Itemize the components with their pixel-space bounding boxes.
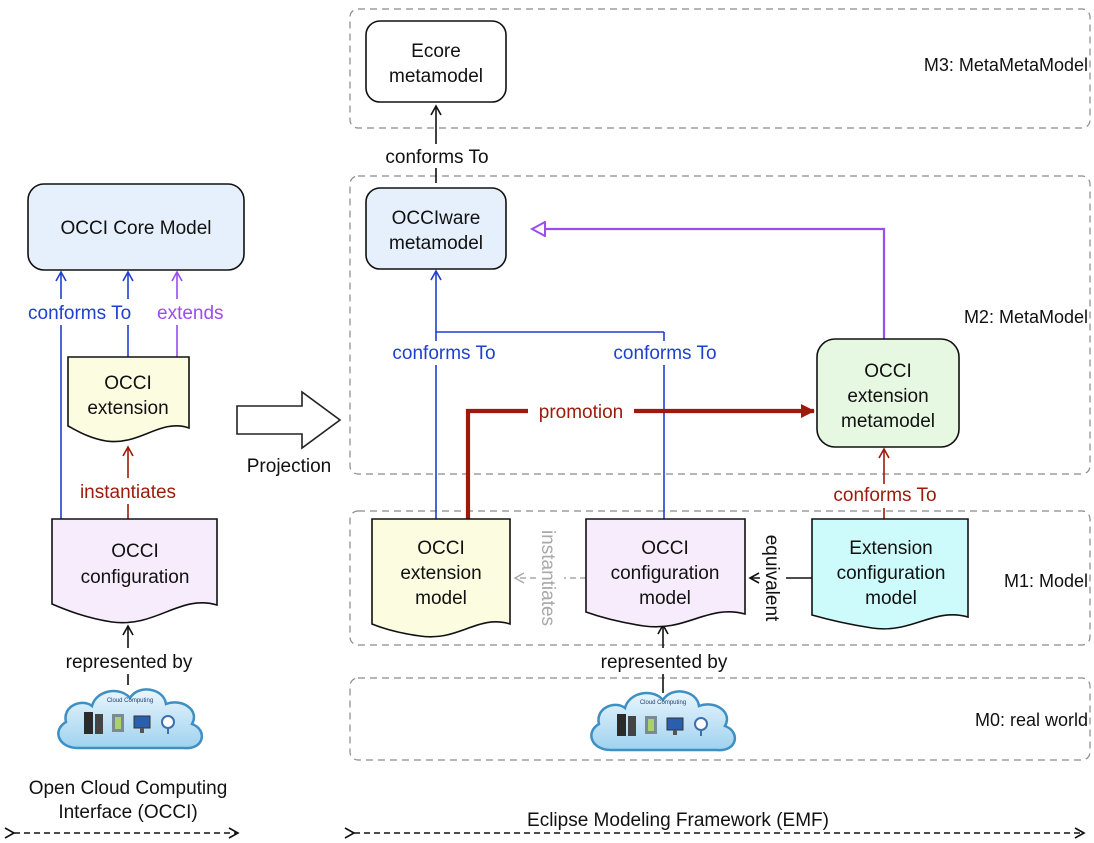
occi-extension-metamodel-box xyxy=(816,338,960,448)
left-conforms-to-label: conforms To xyxy=(28,303,131,324)
config-model-line1: OCCI xyxy=(641,538,689,559)
ext-config-model-line2: configuration xyxy=(837,563,946,584)
level-m3-label: M3: MetaMetaModel xyxy=(924,55,1088,75)
conforms-to-label-a: conforms To xyxy=(392,343,495,364)
ext-model-line3: model xyxy=(415,588,467,609)
ext-model-line2: extension xyxy=(400,563,481,584)
conforms-to-label-b: conforms To xyxy=(613,343,716,364)
ext-metamodel-line3: metamodel xyxy=(841,411,935,432)
ecore-line1: Ecore xyxy=(411,41,461,62)
occi-extension-model-doc xyxy=(371,518,511,638)
conforms-to-label-c: conforms To xyxy=(833,485,936,506)
ext-metamodel-extends-arrow xyxy=(532,229,886,339)
ext-metamodel-line1: OCCI xyxy=(864,361,912,382)
occi-extension-line1: OCCI xyxy=(104,373,152,394)
level-m0-label: M0: real world xyxy=(975,710,1088,730)
occi-configuration-line1: OCCI xyxy=(111,541,159,562)
promotion-label: promotion xyxy=(539,402,624,423)
left-cloud-computing-icon: Cloud Computing xyxy=(57,688,204,750)
ecore-metamodel-box xyxy=(365,20,507,103)
left-extends-label: extends xyxy=(157,303,224,324)
ext-metamodel-line2: extension xyxy=(847,386,928,407)
projection-label: Projection xyxy=(247,456,332,477)
promotion-arrow xyxy=(465,404,815,519)
occi-extension-doc xyxy=(67,356,190,443)
left-instantiates-label: instantiates xyxy=(80,482,176,503)
ecore-line2: metamodel xyxy=(389,66,483,87)
right-footer-label: Eclipse Modeling Framework (EMF) xyxy=(527,810,829,831)
right-represented-by-label: represented by xyxy=(601,652,728,673)
level-m3-box xyxy=(349,8,1091,129)
occi-core-model-box xyxy=(27,183,245,271)
ext-config-model-line1: Extension xyxy=(849,538,932,559)
occi-extension-line2: extension xyxy=(87,398,168,419)
left-footer-line1: Open Cloud Computing xyxy=(29,778,228,799)
left-represented-by-label: represented by xyxy=(66,652,193,673)
occi-configuration-model-doc xyxy=(585,518,746,628)
left-footer-line2: Interface (OCCI) xyxy=(58,802,197,823)
ext-config-model-line3: model xyxy=(865,588,917,609)
occiware-line2: metamodel xyxy=(389,233,483,254)
occi-configuration-line2: configuration xyxy=(81,567,190,588)
m3-conforms-to-label: conforms To xyxy=(385,147,488,168)
projection-arrow-icon xyxy=(236,390,342,450)
svg-text:Cloud Computing: Cloud Computing xyxy=(107,698,153,704)
config-model-line3: model xyxy=(639,588,691,609)
level-m1-box xyxy=(349,510,1091,646)
equivalent-label: equivalent xyxy=(761,535,782,622)
level-m2-box xyxy=(349,175,1091,475)
occiware-line1: OCCIware xyxy=(392,208,481,229)
svg-text:Cloud Computing: Cloud Computing xyxy=(640,700,686,706)
level-m0-box xyxy=(349,677,1091,761)
instantiates-gray-label: instantiates xyxy=(537,530,558,626)
ext-model-line1: OCCI xyxy=(417,538,465,559)
right-cloud-computing-icon: Cloud Computing xyxy=(590,690,737,752)
level-m2-label: M2: MetaModel xyxy=(964,307,1088,327)
extension-configuration-model-doc xyxy=(811,518,969,630)
config-model-line2: configuration xyxy=(611,563,720,584)
level-m1-label: M1: Model xyxy=(1004,571,1088,591)
occi-core-model-label: OCCI Core Model xyxy=(61,218,212,239)
occi-configuration-doc xyxy=(51,518,218,624)
occiware-metamodel-box xyxy=(365,187,507,270)
